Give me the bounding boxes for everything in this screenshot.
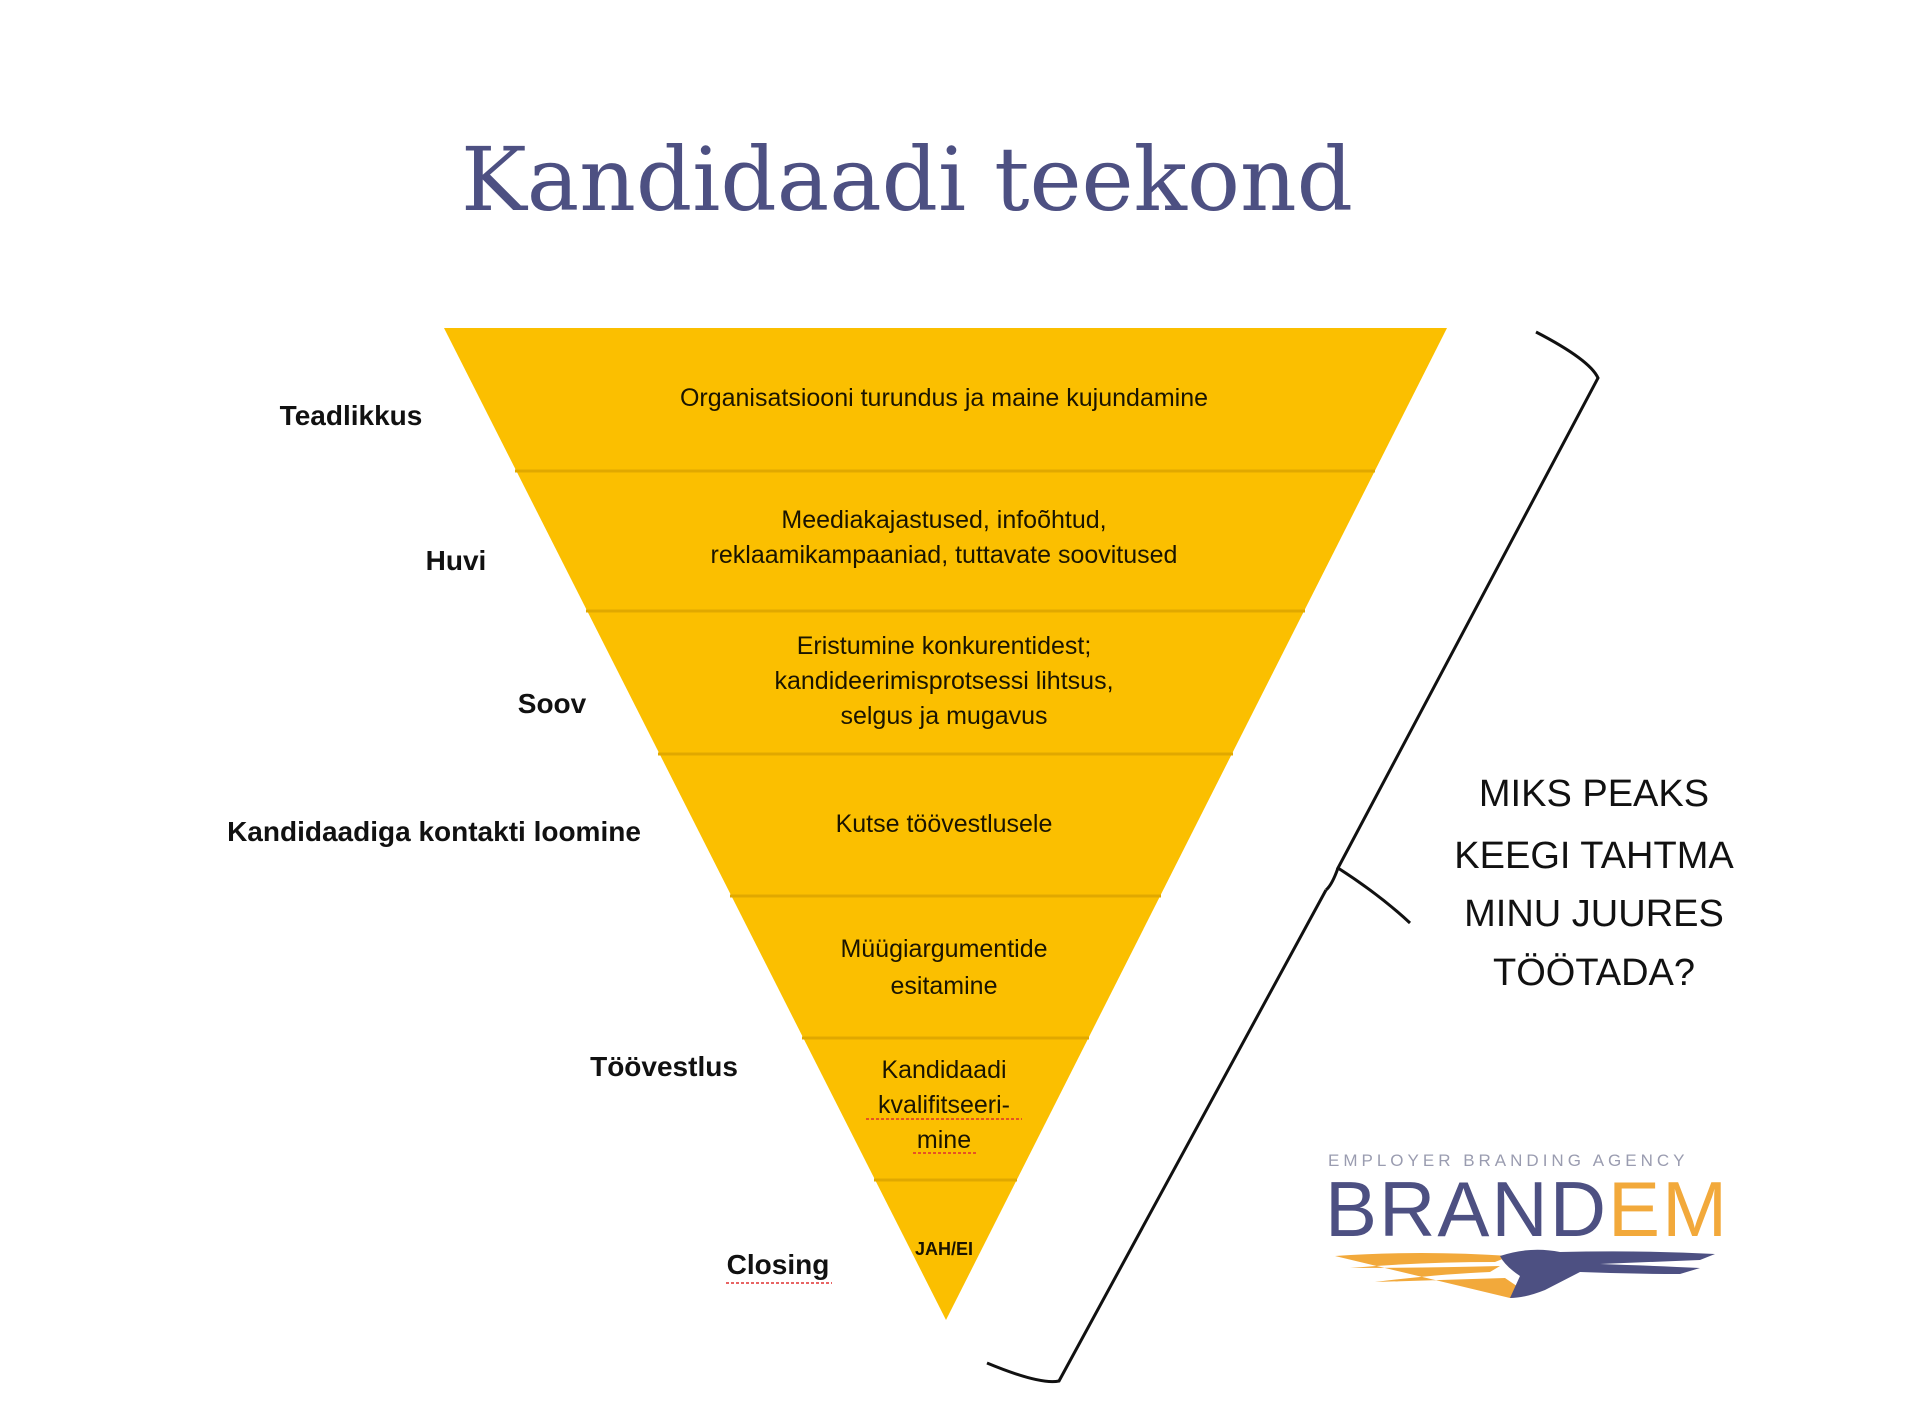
segment-text: reklaamikampaaniad, tuttavate soovitused	[711, 541, 1178, 569]
funnel-segment-5: Müügiargumentide esitamine	[840, 935, 1047, 1000]
stage-labels: Teadlikkus Huvi Soov Kandidaadiga kontak…	[227, 400, 832, 1284]
curly-brace-tip	[1324, 867, 1340, 892]
stage-label-closing: Closing	[727, 1249, 830, 1280]
funnel-segment-7: JAH/EI	[915, 1239, 973, 1259]
logo-name-part2: EM	[1608, 1165, 1729, 1253]
slide-title: Kandidaadi teekond	[461, 128, 1353, 231]
segment-text: esitamine	[891, 972, 998, 1000]
stage-label-toovestlus: Töövestlus	[590, 1051, 738, 1082]
funnel-segment-3: Eristumine konkurentidest; kandideerimis…	[774, 632, 1113, 730]
segment-text: Organisatsiooni turundus ja maine kujund…	[680, 384, 1208, 412]
stage-label-teadlikkus: Teadlikkus	[280, 400, 423, 431]
segment-text: selgus ja mugavus	[840, 702, 1047, 730]
question-line: MINU JUURES	[1464, 893, 1724, 935]
question-line: TÖÖTADA?	[1493, 952, 1695, 994]
logo-tagline: EMPLOYER BRANDING AGENCY	[1328, 1151, 1689, 1170]
funnel-segment-2: Meediakajastused, infoõhtud, reklaamikam…	[711, 506, 1178, 569]
segment-text: Kandidaadi	[881, 1056, 1006, 1084]
funnel-dividers	[515, 469, 1375, 1182]
funnel-segment-1: Organisatsiooni turundus ja maine kujund…	[680, 384, 1208, 412]
funnel-segment-6: Kandidaadi kvalifitseeri- mine	[866, 1056, 1022, 1154]
question-line: MIKS PEAKS	[1479, 773, 1709, 815]
segment-text: kvalifitseeri-	[878, 1091, 1010, 1119]
brandem-logo: EMPLOYER BRANDING AGENCY BRANDEM	[1325, 1151, 1729, 1298]
stage-label-soov: Soov	[518, 688, 587, 719]
segment-text: Meediakajastused, infoõhtud,	[781, 506, 1106, 534]
funnel-segment-4: Kutse töövestlusele	[836, 810, 1053, 838]
segment-text: JAH/EI	[915, 1239, 973, 1259]
segment-text: kandideerimisprotsessi lihtsus,	[774, 667, 1113, 695]
stage-label-kontakt: Kandidaadiga kontakti loomine	[227, 816, 641, 847]
question-line: KEEGI TAHTMA	[1454, 835, 1734, 877]
segment-text: mine	[917, 1126, 971, 1154]
segment-text: Müügiargumentide	[840, 935, 1047, 963]
stage-label-huvi: Huvi	[426, 545, 487, 576]
handshake-icon	[1335, 1249, 1715, 1298]
logo-name: BRANDEM	[1325, 1165, 1729, 1253]
funnel: Organisatsiooni turundus ja maine kujund…	[444, 328, 1447, 1320]
segment-text: Eristumine konkurentidest;	[797, 632, 1092, 660]
logo-name-part1: BRAND	[1325, 1165, 1608, 1253]
segment-text: Kutse töövestlusele	[836, 810, 1053, 838]
funnel-triangle	[444, 328, 1447, 1320]
question-text: MIKS PEAKS KEEGI TAHTMA MINU JUURES TÖÖT…	[1454, 773, 1734, 994]
spellcheck-underline	[866, 1118, 1022, 1154]
